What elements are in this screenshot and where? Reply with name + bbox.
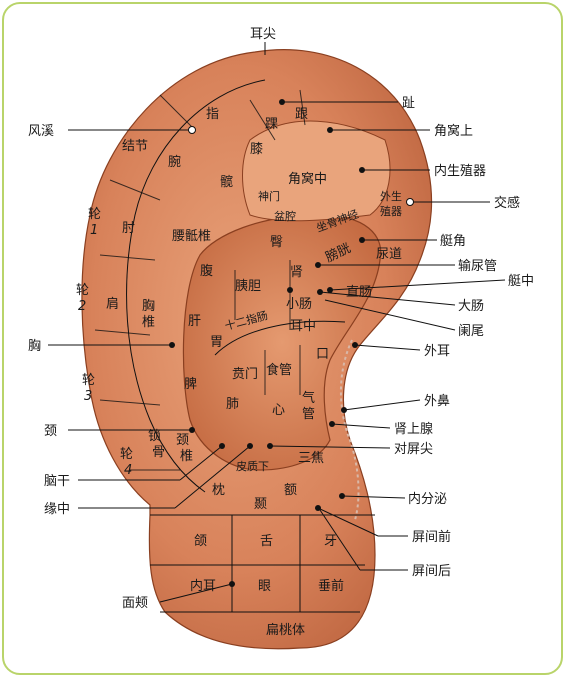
label-guan: 管 [302, 407, 315, 422]
label-qi: 气 [302, 390, 315, 406]
ext-duipingjian: 对屏尖 [394, 442, 433, 457]
leader-lines [48, 42, 506, 603]
ext-pingjianqian: 屏间前 [412, 529, 451, 545]
label-zhichang: 直肠 [346, 285, 372, 300]
label-jiaowozhong: 角窝中 [288, 171, 327, 187]
ext-waier: 外耳 [424, 344, 450, 359]
label-xiongzhui-b: 椎 [142, 315, 155, 330]
helix-crus [214, 320, 346, 356]
ext-yuanzhong: 缘中 [44, 502, 70, 517]
label-lun3b: 3 [84, 389, 92, 404]
label-yan: 眼 [258, 579, 271, 594]
label-fei: 肺 [226, 397, 239, 412]
label-xiongzhui-a: 胸 [142, 299, 155, 314]
label-jian: 肩 [106, 296, 119, 312]
label-lun3a: 轮 [82, 373, 95, 388]
label-jingzhui-a: 颈 [176, 433, 189, 448]
label-lun1a: 轮 [88, 207, 101, 222]
label-xiaochang: 小肠 [286, 297, 312, 312]
label-kou: 口 [316, 347, 329, 362]
label-fu: 腹 [200, 263, 213, 279]
label-penqiang: 盆腔 [274, 209, 296, 223]
label-lun4a: 轮 [120, 447, 133, 462]
label-pizhixia: 皮质下 [236, 460, 269, 473]
label-pi: 脾 [184, 377, 197, 392]
region-dividers [94, 89, 306, 471]
label-jingzhui-b: 椎 [180, 449, 193, 464]
label-shenmen: 神门 [258, 189, 280, 203]
ext-fengxi: 风溪 [28, 124, 54, 139]
ext-waibi: 外鼻 [424, 393, 450, 409]
label-suogu-b: 骨 [152, 445, 165, 460]
label-xi: 膝 [250, 142, 263, 157]
label-waisheng: 外生 [380, 189, 402, 203]
ext-lanwei: 阑尾 [458, 324, 484, 339]
label-he: 颌 [194, 534, 207, 549]
label-e: 额 [284, 483, 297, 498]
ext-jiaowoshang: 角窝上 [434, 123, 473, 139]
label-huai: 踝 [265, 117, 278, 132]
scapha-groove [126, 79, 266, 493]
label-kuan: 髋 [220, 174, 233, 190]
label-lun1b: 1 [90, 223, 98, 238]
ext-tip: 耳尖 [250, 27, 276, 42]
label-gan: 肝 [188, 314, 201, 329]
label-yidan: 胰胆 [235, 279, 261, 294]
label-wan: 腕 [168, 154, 181, 170]
label-lun4b: 4 [124, 463, 132, 478]
ext-tingzhong: 艇中 [508, 274, 534, 289]
label-lun2b: 2 [78, 299, 86, 314]
label-ya: 牙 [324, 534, 337, 549]
ext-neifenmi: 内分泌 [408, 491, 447, 507]
ext-xiong: 胸 [28, 339, 41, 354]
label-wei: 胃 [210, 335, 223, 350]
label-suogu-a: 锁 [148, 428, 161, 444]
label-shiguan: 食管 [266, 362, 292, 378]
triangular-fossa [242, 120, 391, 222]
ext-jiaogan: 交感 [494, 195, 520, 211]
label-chuiqian: 垂前 [318, 578, 344, 594]
ext-dachang: 大肠 [458, 299, 484, 314]
ext-shuniaoguan: 输尿管 [458, 258, 497, 274]
label-zhou: 肘 [122, 221, 135, 236]
label-zhiqi: 殖器 [380, 205, 402, 218]
label-xin: 心 [272, 403, 285, 418]
label-zhen: 枕 [212, 483, 225, 498]
label-erzhong: 耳中 [290, 319, 316, 334]
label-tun: 臀 [270, 235, 283, 250]
label-niaodao: 尿道 [376, 247, 402, 262]
label-yaodizhui: 腰骶椎 [172, 229, 211, 244]
ext-tingjiao: 艇角 [440, 234, 466, 249]
external-labels: 耳尖 趾 风溪 角窝上 内生殖器 交感 艇角 输尿管 艇中 大肠 阑尾 胸 外耳… [28, 27, 534, 611]
ext-toe: 趾 [402, 96, 415, 111]
label-sanjiao: 三焦 [298, 451, 324, 466]
label-zhi: 指 [206, 107, 219, 122]
ext-naogan: 脑干 [44, 474, 70, 489]
label-biantaoti: 扁桃体 [266, 623, 305, 638]
label-gen: 跟 [295, 107, 308, 122]
ext-shenshangxian: 肾上腺 [394, 422, 433, 437]
label-she: 舌 [260, 534, 273, 549]
label-nie: 颞 [254, 497, 267, 512]
ext-neishengzhiqi: 内生殖器 [434, 163, 486, 179]
ext-jing: 颈 [44, 424, 57, 439]
tragus-edge [340, 339, 360, 521]
label-jiejie: 结节 [122, 139, 148, 154]
label-shen: 肾 [290, 265, 303, 280]
ext-pingjianhou: 屏间后 [412, 564, 451, 579]
ext-mianjia: 面颊 [122, 596, 148, 611]
label-lun2a: 轮 [76, 283, 89, 298]
label-benmen: 贲门 [232, 367, 258, 382]
lobe-grid [150, 514, 375, 613]
